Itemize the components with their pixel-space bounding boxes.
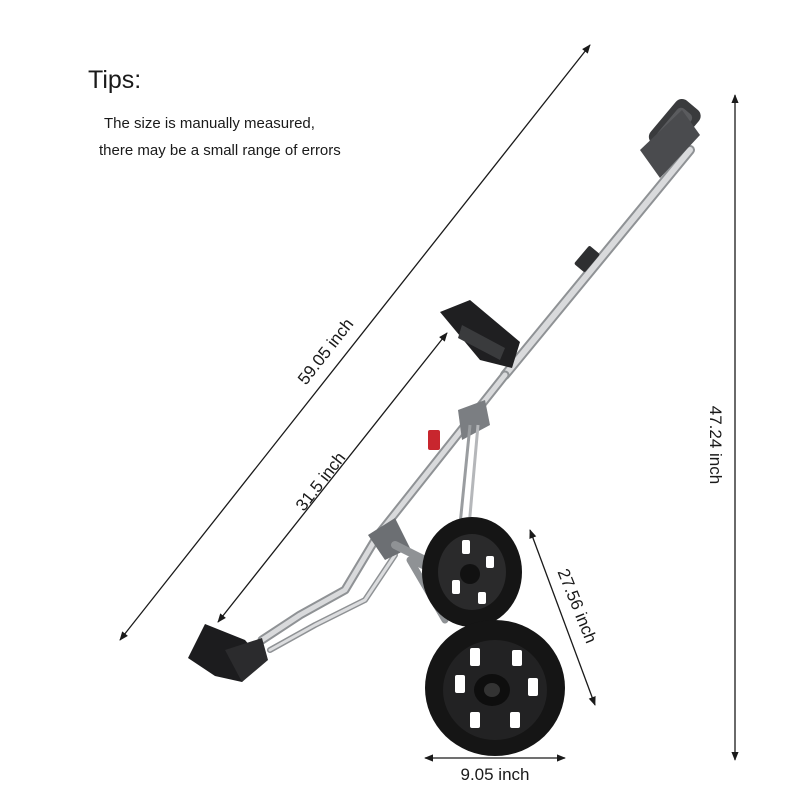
dimension-label-lower: 31.5 inch [292,449,349,515]
dimension-label-wheel-span: 27.56 inch [554,566,601,646]
front-wheel [425,620,565,756]
golf-cart-image [188,98,701,756]
dimension-line-wheel-span [529,529,596,706]
dimension-label-width: 9.05 inch [461,765,530,784]
dimension-line-lower [217,332,448,623]
back-wheel [422,517,522,627]
dimension-label-height: 47.24 inch [706,406,725,484]
